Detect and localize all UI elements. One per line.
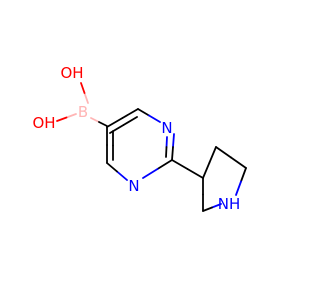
bond-c2-c3p-end	[186, 168, 204, 179]
bond-b-oh-left-start	[65, 113, 77, 119]
bond-c3p-c4p-start	[202, 161, 211, 179]
bond-c5p-nh-end	[235, 180, 242, 196]
bond-c5-c6-double-end	[122, 116, 138, 126]
atom-label-oh-top: OH	[60, 64, 83, 82]
bond-c4p-c5p-start	[215, 146, 232, 159]
bond-c5-c6-double-start	[109, 124, 125, 134]
bond-b-oh-left-end	[56, 116, 68, 122]
bond-b-c5-start	[90, 117, 100, 123]
bond-n1-c2-end	[171, 146, 174, 161]
bond-c2-n3-end	[142, 168, 159, 179]
atom-label-nitrogen-lower: N	[128, 177, 139, 195]
bond-c5p-nh-start	[240, 167, 247, 183]
bond-n1-c2-start	[172, 133, 175, 148]
bond-c3p-c4p-end	[208, 146, 217, 164]
bond-b-oh-top-start	[83, 92, 89, 104]
bond-c4p-c5p-end	[230, 156, 247, 169]
bond-c2-c3p-start	[171, 159, 189, 170]
bond-c5-c6-end	[121, 108, 139, 119]
bond-n3-c4-start	[116, 170, 128, 181]
bond-c6-n1-start	[137, 108, 150, 117]
atom-label-nitrogen-upper: N	[161, 119, 172, 137]
bond-b-c5-end	[98, 121, 108, 127]
bond-nh-c2p-start	[211, 203, 222, 209]
atom-label-boron: B	[78, 103, 88, 121]
bond-n1-c2-double-end	[165, 146, 168, 158]
atom-label-nh: NH	[218, 195, 241, 213]
bond-n3-c4-end	[106, 162, 118, 173]
bond-lines	[56, 82, 247, 212]
bond-nh-c2p-end	[202, 206, 213, 212]
atom-label-oh-left: OH	[32, 114, 55, 132]
bond-n1-c2-double-start	[165, 136, 168, 148]
molecule-structure: OH OH B N N NH	[32, 64, 247, 213]
bond-b-oh-top-end	[80, 82, 86, 94]
bond-c5-c6-start	[106, 117, 124, 128]
bond-c2-n3-start	[156, 159, 173, 170]
bond-c6-n1-end	[148, 114, 161, 123]
